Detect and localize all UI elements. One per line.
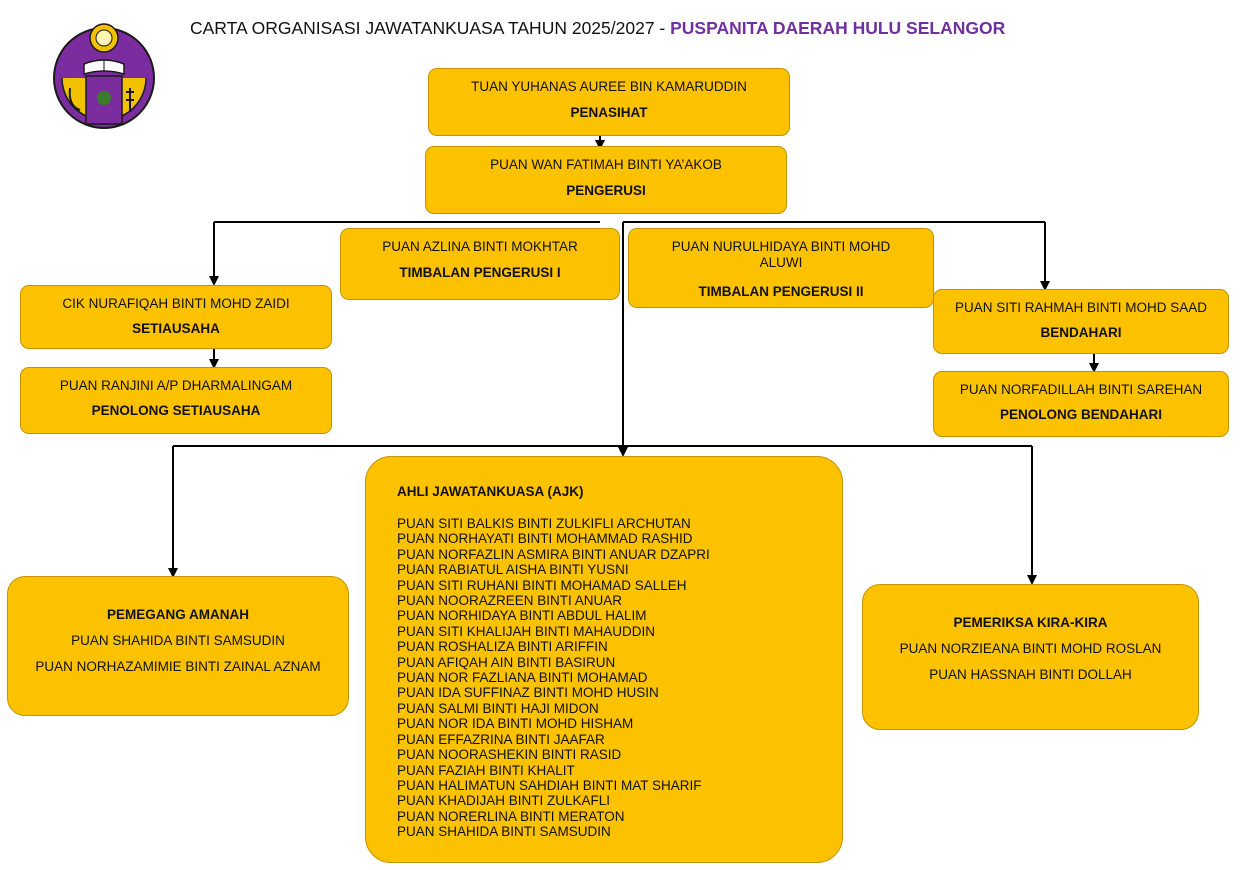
- ajk-member: PUAN NOORASHEKIN BINTI RASID: [397, 747, 622, 763]
- pemegang-amanah-member: PUAN NORHAZAMIMIE BINTI ZAINAL AZNAM: [35, 659, 321, 674]
- penasihat-name: TUAN YUHANAS AUREE BIN KAMARUDDIN: [471, 79, 747, 94]
- node-pengerusi: PUAN WAN FATIMAH BINTI YA’AKOB PENGERUSI: [425, 146, 787, 214]
- ajk-member: PUAN KHADIJAH BINTI ZULKAFLI: [397, 793, 611, 809]
- puspanita-emblem-icon: [53, 23, 155, 129]
- ajk-title: AHLI JAWATANKUASA (AJK): [397, 484, 584, 499]
- ajk-member-list: PUAN SITI BALKIS BINTI ZULKIFLI ARCHUTAN…: [397, 516, 710, 840]
- ajk-member: PUAN SITI BALKIS BINTI ZULKIFLI ARCHUTAN: [397, 516, 691, 531]
- penolong-setiausaha-role: PENOLONG SETIAUSAHA: [91, 403, 261, 418]
- timbalan-1-name: PUAN AZLINA BINTI MOKHTAR: [382, 239, 578, 254]
- ajk-member: PUAN HALIMATUN SAHDIAH BINTI MAT SHARIF: [397, 777, 702, 793]
- setiausaha-role: SETIAUSAHA: [132, 321, 220, 336]
- node-penolong-bendahari: PUAN NORFADILLAH BINTI SAREHAN PENOLONG …: [933, 371, 1229, 437]
- node-ajk: AHLI JAWATANKUASA (AJK) PUAN SITI BALKIS…: [365, 456, 843, 863]
- ajk-member: PUAN FAZIAH BINTI KHALIT: [397, 762, 575, 778]
- penolong-bendahari-name: PUAN NORFADILLAH BINTI SAREHAN: [959, 382, 1203, 397]
- ajk-member: PUAN SALMI BINTI HAJI MIDON: [397, 700, 599, 716]
- bendahari-name: PUAN SITI RAHMAH BINTI MOHD SAAD: [954, 300, 1208, 315]
- ajk-member: PUAN NOR FAZLIANA BINTI MOHAMAD: [397, 670, 648, 686]
- node-bendahari: PUAN SITI RAHMAH BINTI MOHD SAAD BENDAHA…: [933, 289, 1229, 354]
- node-timbalan-pengerusi-1: PUAN AZLINA BINTI MOKHTAR TIMBALAN PENGE…: [340, 228, 620, 300]
- setiausaha-name: CIK NURAFIQAH BINTI MOHD ZAIDI: [62, 296, 290, 311]
- node-penasihat: TUAN YUHANAS AUREE BIN KAMARUDDIN PENASI…: [428, 68, 790, 136]
- ajk-member: PUAN NOORAZREEN BINTI ANUAR: [397, 593, 623, 609]
- ajk-member: PUAN SHAHIDA BINTI SAMSUDIN: [397, 824, 611, 840]
- ajk-member: PUAN ROSHALIZA BINTI ARIFFIN: [397, 639, 608, 655]
- ajk-member: PUAN EFFAZRINA BINTI JAAFAR: [397, 731, 605, 747]
- timbalan-2-role: TIMBALAN PENGERUSI II: [698, 284, 864, 299]
- ajk-member: PUAN NOR IDA BINTI MOHD HISHAM: [397, 716, 634, 732]
- pemeriksa-title: PEMERIKSA KIRA-KIRA: [953, 615, 1108, 630]
- ajk-member: PUAN RABIATUL AISHA BINTI YUSNI: [397, 562, 629, 578]
- node-setiausaha: CIK NURAFIQAH BINTI MOHD ZAIDI SETIAUSAH…: [20, 285, 332, 349]
- penolong-setiausaha-name: PUAN RANJINI A/P DHARMALINGAM: [59, 378, 293, 393]
- ajk-member: PUAN SITI RUHANI BINTI MOHAMAD SALLEH: [397, 577, 687, 593]
- node-pemeriksa-kira-kira: PEMERIKSA KIRA-KIRA PUAN NORZIEANA BINTI…: [862, 584, 1199, 730]
- chart-title-main: CARTA ORGANISASI JAWATANKUASA TAHUN 2025…: [190, 18, 666, 38]
- pengerusi-name: PUAN WAN FATIMAH BINTI YA’AKOB: [490, 157, 722, 172]
- penasihat-role: PENASIHAT: [570, 105, 648, 120]
- ajk-member: PUAN IDA SUFFINAZ BINTI MOHD HUSIN: [397, 685, 659, 701]
- chart-title: CARTA ORGANISASI JAWATANKUASA TAHUN 2025…: [190, 18, 1005, 39]
- pengerusi-role: PENGERUSI: [566, 183, 646, 198]
- node-timbalan-pengerusi-2: PUAN NURULHIDAYA BINTI MOHD ALUWI TIMBAL…: [628, 228, 934, 308]
- ajk-member: PUAN NORHAYATI BINTI MOHAMMAD RASHID: [397, 531, 693, 547]
- chart-title-org: PUSPANITA DAERAH HULU SELANGOR: [670, 18, 1006, 38]
- pemegang-amanah-member: PUAN SHAHIDA BINTI SAMSUDIN: [71, 633, 285, 648]
- pemeriksa-member: PUAN HASSNAH BINTI DOLLAH: [929, 667, 1132, 682]
- pemegang-amanah-title: PEMEGANG AMANAH: [106, 607, 249, 622]
- timbalan-1-role: TIMBALAN PENGERUSI I: [399, 265, 561, 280]
- ajk-member: PUAN NORERLINA BINTI MERATON: [397, 808, 625, 824]
- ajk-member: PUAN SITI KHALIJAH BINTI MAHAUDDIN: [397, 623, 656, 639]
- node-penolong-setiausaha: PUAN RANJINI A/P DHARMALINGAM PENOLONG S…: [20, 367, 332, 434]
- pemeriksa-member: PUAN NORZIEANA BINTI MOHD ROSLAN: [899, 641, 1162, 656]
- penolong-bendahari-role: PENOLONG BENDAHARI: [999, 407, 1162, 422]
- ajk-member: PUAN AFIQAH AIN BINTI BASIRUN: [397, 654, 616, 670]
- ajk-member: PUAN NORFAZLIN ASMIRA BINTI ANUAR DZAPRI: [397, 546, 710, 562]
- bendahari-role: BENDAHARI: [1040, 325, 1122, 340]
- timbalan-2-name: PUAN NURULHIDAYA BINTI MOHD ALUWI: [671, 239, 891, 270]
- ajk-member: PUAN NORHIDAYA BINTI ABDUL HALIM: [397, 608, 647, 624]
- node-pemegang-amanah: PEMEGANG AMANAH PUAN SHAHIDA BINTI SAMSU…: [7, 576, 349, 716]
